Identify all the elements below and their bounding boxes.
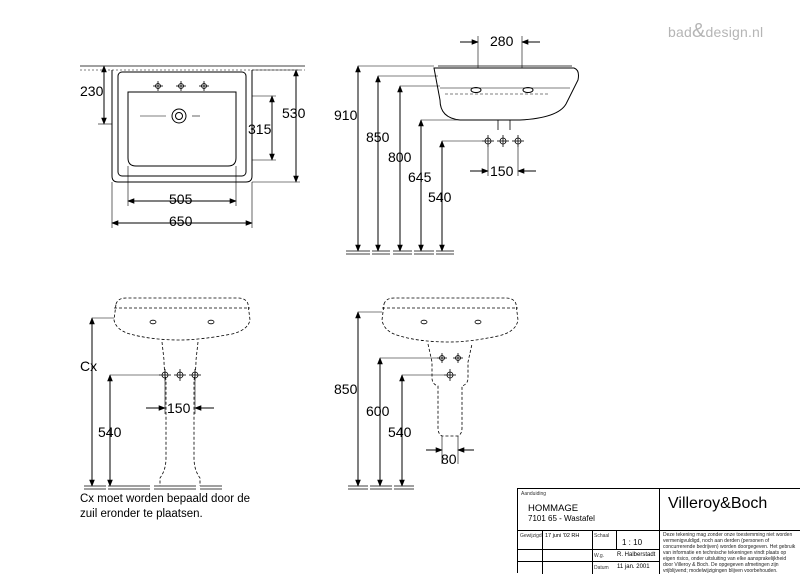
dim-cx: Cx bbox=[80, 358, 97, 374]
dim-910: 910 bbox=[334, 107, 358, 123]
dim-ped-80: 80 bbox=[441, 451, 457, 467]
watermark-ampersand: & bbox=[691, 20, 706, 42]
top-view bbox=[80, 65, 305, 228]
dim-front-540: 540 bbox=[98, 424, 122, 440]
watermark-text-1: bad bbox=[668, 24, 692, 40]
dim-150: 150 bbox=[490, 163, 514, 179]
dim-315: 315 bbox=[248, 121, 272, 137]
dim-530: 530 bbox=[282, 105, 306, 121]
front-view bbox=[84, 297, 251, 490]
title-block: Aanduiding HOMMAGE 7101 65 - Wastafel Ge… bbox=[517, 488, 800, 574]
dim-280: 280 bbox=[490, 33, 514, 49]
wg-value: R. Halberstadt bbox=[617, 552, 656, 558]
dim-ped-600: 600 bbox=[366, 403, 390, 419]
dim-800: 800 bbox=[388, 149, 412, 165]
side-view bbox=[346, 36, 579, 255]
aanduiding-label: Aanduiding bbox=[521, 491, 547, 497]
dim-540: 540 bbox=[428, 189, 452, 205]
schaal-value: 1 : 10 bbox=[622, 538, 643, 547]
product-code: 7101 65 - Wastafel bbox=[528, 514, 595, 523]
row-line-1 bbox=[518, 530, 659, 531]
dim-230: 230 bbox=[80, 83, 104, 99]
dim-ped-850: 850 bbox=[334, 381, 358, 397]
cx-note: Cx moet worden bepaald door de zuil eron… bbox=[80, 492, 280, 522]
pedestal-side-view bbox=[348, 297, 519, 490]
col-line-3 bbox=[616, 530, 617, 549]
dim-505: 505 bbox=[169, 191, 193, 207]
schaal-label: Schaal bbox=[594, 533, 610, 539]
dim-front-150: 150 bbox=[167, 400, 191, 416]
dim-850: 850 bbox=[366, 129, 390, 145]
product-name: HOMMAGE bbox=[528, 503, 579, 514]
brand-name: Villeroy&Boch bbox=[668, 495, 768, 512]
gewijzigd-label: Gewijzigd bbox=[520, 533, 542, 539]
watermark: bad&design.nl bbox=[668, 20, 763, 43]
gewijzigd-value: 17 juni '02 RH bbox=[545, 533, 580, 539]
cx-note-line-1: Cx moet worden bepaald door de bbox=[80, 493, 251, 505]
cx-note-line-2: zuil eronder te plaatsen. bbox=[80, 508, 203, 520]
datum-value: 11 jan. 2001 bbox=[617, 564, 650, 570]
col-line-1 bbox=[542, 530, 543, 574]
col-line-2 bbox=[592, 530, 593, 574]
row-line-2 bbox=[518, 549, 659, 550]
watermark-text-2: design.nl bbox=[705, 24, 764, 40]
right-row-line bbox=[659, 530, 800, 531]
dim-ped-540: 540 bbox=[388, 424, 412, 440]
title-block-divider bbox=[659, 489, 660, 574]
disclaimer: Deze tekening mag zonder onze toestemmin… bbox=[663, 532, 796, 574]
dim-645: 645 bbox=[408, 169, 432, 185]
dim-650: 650 bbox=[169, 213, 193, 229]
datum-label: Datum bbox=[594, 565, 609, 571]
row-line-3 bbox=[518, 561, 659, 562]
wg-label: W.g. bbox=[594, 553, 605, 559]
